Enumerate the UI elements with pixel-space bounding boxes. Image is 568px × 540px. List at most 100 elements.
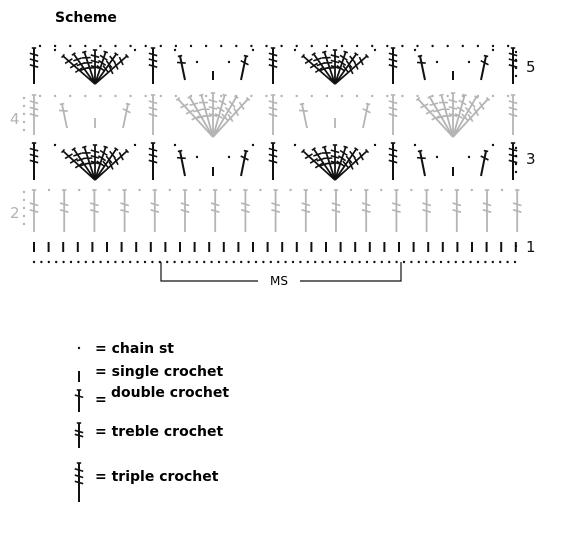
chain-dot	[413, 143, 417, 147]
chain-st-symbol	[77, 346, 81, 350]
foundation-chain-dot	[254, 260, 258, 264]
repeat-label: MS	[270, 274, 288, 288]
shell-fan	[175, 92, 251, 138]
chain-dot	[506, 44, 510, 48]
turning-chain-dot	[514, 74, 518, 78]
triple-pillar	[268, 47, 278, 84]
treble-stitch	[361, 189, 371, 232]
treble-stitch	[240, 189, 250, 232]
foundation-chain-dot	[55, 260, 58, 264]
legend-item-dc: = double crochet	[74, 385, 229, 412]
turning-chain-dot	[514, 50, 518, 54]
chain-dot	[491, 44, 495, 48]
turning-chain-dot	[514, 162, 518, 166]
chain-dot	[204, 94, 208, 98]
chain-dot	[198, 188, 202, 192]
chain-dot	[461, 94, 464, 98]
fan-stitch	[94, 147, 119, 181]
foundation-chain-dot	[469, 260, 472, 264]
fan-stitch	[81, 50, 96, 85]
chain-dot	[295, 94, 298, 98]
foundation-chain-dot	[247, 260, 250, 264]
foundation-chain-dot	[462, 260, 465, 264]
foundation-chain-dot	[373, 260, 376, 264]
fan-stitch	[334, 53, 370, 85]
chain-dot	[435, 60, 439, 64]
shell-fan	[415, 92, 491, 138]
foundation-chain-dot	[402, 260, 406, 264]
treble-stitch	[422, 189, 432, 232]
chain-dot	[78, 188, 81, 192]
chain-dot	[491, 143, 495, 147]
chain-dot	[138, 188, 141, 192]
double-crochet	[176, 149, 186, 177]
chain-dot	[47, 188, 51, 192]
chain-dot	[133, 48, 137, 52]
fan-stitch	[334, 145, 349, 181]
chain-dot	[461, 44, 464, 48]
scheme-title: Scheme	[55, 10, 117, 26]
foundation-chain-dot	[32, 260, 36, 264]
foundation-chain-dot	[84, 260, 88, 264]
chain-dot	[289, 188, 292, 192]
foundation-chain-dot	[491, 260, 494, 264]
repeat-bracket-line	[160, 262, 402, 282]
foundation-chain-dot	[99, 260, 102, 264]
triple-pillar	[268, 142, 278, 180]
treble-stitch	[271, 189, 281, 232]
chain-dot	[325, 94, 329, 98]
turning-chain-dot	[22, 198, 26, 202]
fan-stitch	[330, 144, 340, 180]
chain-dot	[250, 44, 253, 48]
chain-dot	[229, 188, 232, 192]
chain-dot	[410, 188, 413, 192]
foundation-chain-dot	[321, 260, 324, 264]
chain-dot	[251, 48, 255, 52]
chain-dot	[144, 94, 147, 98]
chain-dot	[413, 48, 417, 52]
foundation-chain-dot	[299, 260, 302, 264]
chain-dot	[38, 94, 42, 98]
chain-dot	[250, 94, 253, 98]
chain-dot	[295, 44, 298, 48]
foundation-chain-dot	[506, 260, 509, 264]
chain-st-dot	[77, 346, 81, 350]
chain-dot	[189, 44, 193, 48]
row-number-2: 2	[10, 204, 20, 222]
legend-label-chain: = chain st	[95, 341, 174, 357]
double-crochet	[240, 149, 249, 177]
foundation-chain-dot	[277, 260, 280, 264]
row-4	[22, 92, 518, 138]
chain-dot	[380, 188, 383, 192]
foundation-chain-dot	[365, 260, 369, 264]
row-5	[29, 44, 518, 85]
chain-dot	[476, 44, 480, 48]
turning-chain-dot	[22, 112, 26, 116]
foundation-chain-dot	[358, 260, 361, 264]
treble-crochet-glyph	[74, 422, 84, 448]
chain-dot	[69, 44, 72, 48]
foundation-chain-dot	[388, 260, 391, 264]
fan-stitch	[208, 92, 218, 137]
double-crochet	[416, 149, 426, 177]
chain-dot	[189, 94, 193, 98]
fan-stitch	[212, 96, 251, 138]
chain-dot	[310, 94, 313, 98]
foundation-chain-dot	[484, 260, 487, 264]
row-number-3: 3	[526, 150, 536, 168]
chain-dot	[204, 44, 208, 48]
chain-dot	[99, 94, 102, 98]
turning-chain-dot	[514, 146, 518, 150]
shell-fan	[300, 49, 370, 85]
fan-stitch	[448, 92, 458, 137]
chain-dot	[259, 188, 262, 192]
chain-dot	[280, 94, 283, 98]
foundation-chain-dot	[476, 260, 480, 264]
triple-pillar	[29, 142, 39, 180]
chain-dot	[416, 94, 419, 98]
foundation-chain-dot	[432, 260, 435, 264]
legend-label-dtr: = triple crochet	[95, 469, 219, 485]
triple-pillar	[388, 47, 398, 84]
turning-chain-dot	[514, 66, 518, 70]
